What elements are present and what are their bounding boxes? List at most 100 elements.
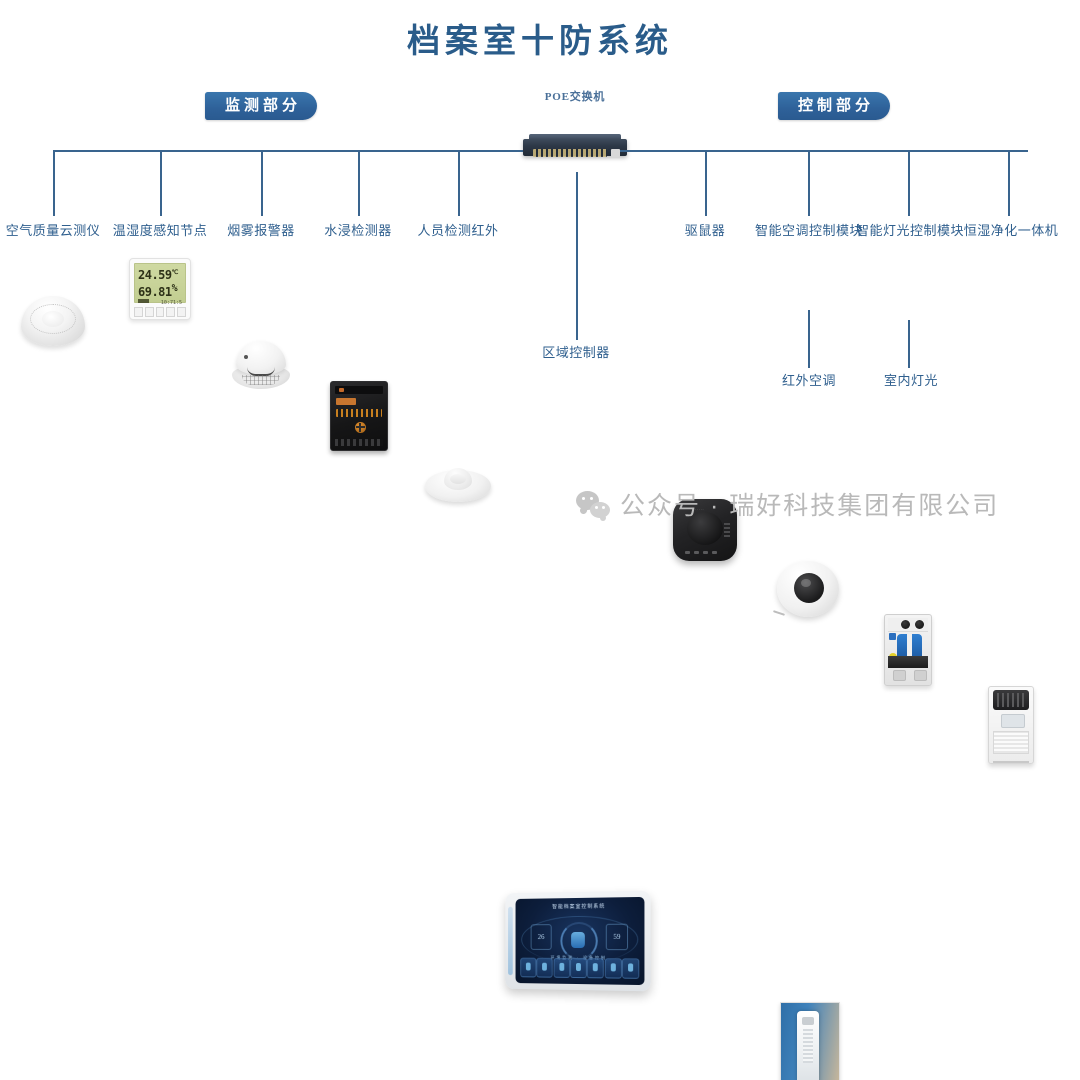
thermostat-humidity-unit: % [171,283,178,294]
node-label-purifier: 恒湿净化一体机 [963,223,1059,238]
tablet-device-tiles[interactable] [520,957,640,979]
tablet-tile-4[interactable] [570,957,587,979]
wire-drop-3 [261,150,263,216]
purifier-display-panel [1001,714,1025,728]
breaker-terminal-a [901,620,910,629]
breaker-bottom-terminals [893,670,927,681]
rodent-repeller-brand: ····· [695,507,705,512]
breaker-status-led [889,633,896,640]
tablet-tile-2[interactable] [536,957,553,978]
thermostat-status-row: 10:71:5 [138,299,182,307]
breaker-terminal-c [893,670,906,681]
tablet-gauge-right: 59 [605,923,629,951]
wire-drop-6 [705,150,707,216]
breaker-terminal-b [915,620,924,629]
humidity-purifier-unit [988,686,1034,764]
thermostat-humidity: 69.81% [138,282,182,299]
tablet-side-edge [508,906,513,976]
rodent-led-1 [685,551,690,554]
ac-module-ir-lens [794,573,824,603]
tablet-tile-6[interactable] [604,958,622,979]
wechat-dot-3 [595,505,598,509]
wire-drop-9 [1008,150,1010,216]
area-controller-tablet[interactable]: 智能档案室控制系统 26 59 环境监测 · 设备控制 [505,890,651,992]
air-quality-dome-sensor [21,296,85,346]
thermostat-humidity-value: 69.81 [138,285,172,299]
smart-ac-control-module [772,561,839,619]
wire-right-bus [620,150,1028,152]
thermostat-button-4[interactable] [166,307,176,317]
wechat-bubble-small [590,501,610,521]
purifier-air-outlet [993,690,1029,710]
breaker-toggle-lever[interactable] [897,634,922,656]
water-module-bottom-rail [335,439,383,446]
pir-occupancy-sensor [425,462,491,510]
water-leak-module [330,381,388,451]
thermostat-button-1[interactable] [134,307,143,317]
page-title: 档案室十防系统 [407,24,673,60]
rodent-led-4 [712,551,717,554]
node-label-pir: 人员检测红外 [417,223,499,238]
aircon-tower-unit [797,1011,819,1080]
thermostat-clock: 10:71:5 [160,300,182,306]
tablet-screen[interactable]: 智能档案室控制系统 26 59 环境监测 · 设备控制 [515,896,645,986]
wechat-icon [576,490,610,521]
purifier-intake-filter [993,731,1029,754]
poe-switch-sfp-port [611,149,620,157]
thermostat-temperature: 24.59℃ [138,266,182,282]
wire-left-bus [53,150,523,152]
thermostat-button-3[interactable] [155,307,165,317]
wechat-dot-2 [590,496,593,500]
wire-drop-4 [358,150,360,216]
thermostat-temp-value: 24.59 [138,268,172,282]
wechat-dot-1 [582,496,585,500]
node-label-air-quality: 空气质量云测仪 [5,223,101,238]
pir-lens [444,468,472,490]
battery-icon [138,299,149,303]
node-label-indoor-light: 室内灯光 [883,373,938,388]
node-label-ir-aircon: 红外空调 [781,373,836,388]
node-label-ac-module: 智能空调控制模块 [754,223,863,238]
water-module-terminal-strip [336,409,382,417]
poe-switch-device [523,134,627,160]
tablet-tile-7[interactable] [621,958,640,979]
wire-drop-5 [458,150,460,216]
water-module-label-plate [336,398,356,405]
ac-module-cable [772,610,786,616]
section-badge-control: 控制部分 [778,92,891,120]
node-label-water-leak: 水浸检测器 [324,223,392,238]
smoke-detector-led [244,355,248,359]
breaker-face-band [888,656,928,668]
thermostat-temp-unit: ℃ [171,269,179,276]
diagram-canvas: 档案室十防系统 监测部分 控制部分 POE交换机 空气质量云测仪 温湿度感知节点… [0,0,1080,540]
wire-drop-7 [808,150,810,216]
tablet-tile-3[interactable] [553,957,570,978]
node-label-area-controller: 区域控制器 [542,345,610,360]
thermostat-button-5[interactable] [177,307,186,317]
floor-standing-air-conditioner [780,1002,840,1080]
poe-switch-label: POE交换机 [544,91,606,103]
wire-drop-light [908,320,910,368]
tablet-tile-5[interactable] [587,958,605,979]
purifier-base [993,756,1029,763]
smoke-detector-vent-grid [242,375,280,385]
wire-drop-ac [808,310,810,368]
tablet-screen-title: 智能档案室控制系统 [552,904,606,911]
breaker-terminal-d [914,670,927,681]
rodent-repeller-indicator-row [685,551,717,554]
node-label-rodent-repeller: 驱鼠器 [684,223,726,238]
poe-switch-ports [533,149,607,157]
smoke-detector-slot [247,367,275,376]
thermostat-button-row[interactable] [134,307,186,317]
water-module-top-rail [335,386,383,394]
poe-switch-top [529,134,621,141]
wire-drop-8 [908,150,910,216]
thermostat-button-2[interactable] [144,307,154,317]
breaker-top-panel [888,618,928,632]
water-module-indicator [339,388,344,392]
footer-text: 公众号 · 瑞好科技集团有限公司 [620,492,1000,520]
tablet-tile-1[interactable] [520,957,537,978]
thermostat-lcd: 24.59℃ 69.81% 10:71:5 [134,263,186,306]
temperature-humidity-panel: 24.59℃ 69.81% 10:71:5 [129,258,191,320]
node-label-light-module: 智能灯光控制模块 [855,223,964,238]
